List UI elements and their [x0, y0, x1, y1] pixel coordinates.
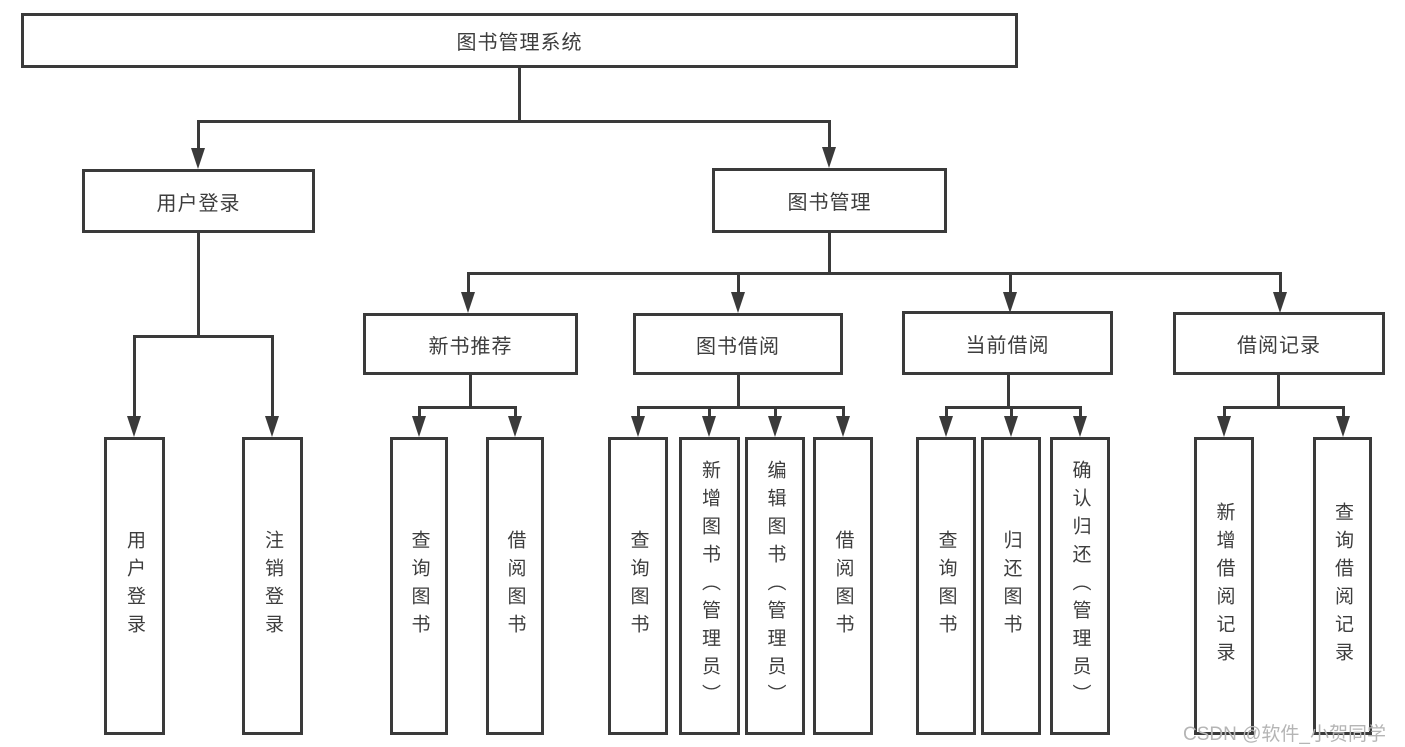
arrow-down-icon: [1336, 416, 1350, 437]
node-label: 确认归还（管理员）: [1069, 460, 1091, 712]
arrow-down-icon: [461, 292, 475, 313]
node-label: 当前借阅: [965, 334, 1050, 357]
node-book-borrowing: 图书借阅: [633, 313, 843, 375]
arrow-down-icon: [768, 416, 782, 437]
node-label: 用户登录: [156, 192, 241, 215]
node-label: 借阅记录: [1237, 335, 1321, 357]
edge-line: [133, 335, 136, 416]
node-label: 归还图书: [1000, 530, 1022, 642]
arrow-down-icon: [1273, 292, 1287, 313]
edge-line: [1079, 406, 1082, 416]
edge-line: [518, 68, 521, 120]
edge-line: [469, 375, 472, 406]
edge-line: [467, 272, 1281, 275]
edge-line: [945, 406, 948, 416]
arrow-down-icon: [1217, 416, 1231, 437]
node-label: 图书管理系统: [456, 32, 583, 54]
node-current-borrowing: 当前借阅: [902, 311, 1113, 375]
leaf-query-books-3: 查询图书: [916, 437, 976, 735]
arrow-down-icon: [508, 416, 522, 437]
node-label: 查询借阅记录: [1332, 502, 1353, 670]
leaf-borrow-books-1: 借阅图书: [486, 437, 544, 735]
edge-line: [1277, 375, 1280, 406]
edge-line: [708, 406, 711, 416]
node-label: 新增借阅记录: [1213, 502, 1235, 670]
node-label: 注销登录: [262, 530, 283, 642]
edge-line: [828, 233, 831, 272]
arrow-down-icon: [836, 416, 850, 437]
node-book-management: 图书管理: [712, 168, 947, 233]
edge-line: [1223, 406, 1226, 416]
arrow-down-icon: [412, 416, 426, 437]
leaf-query-borrow-record: 查询借阅记录: [1313, 437, 1372, 735]
edge-line: [637, 406, 845, 409]
arrow-down-icon: [1073, 416, 1087, 437]
arrow-down-icon: [1004, 416, 1018, 437]
edge-line: [737, 272, 740, 292]
leaf-logout: 注销登录: [242, 437, 303, 735]
arrow-down-icon: [631, 416, 645, 437]
edge-line: [271, 335, 274, 416]
leaf-query-books-2: 查询图书: [608, 437, 668, 735]
leaf-borrow-books-2: 借阅图书: [813, 437, 873, 735]
edge-line: [1007, 375, 1010, 406]
edge-line: [467, 272, 470, 292]
leaf-return-books: 归还图书: [981, 437, 1041, 735]
edge-line: [418, 406, 421, 416]
edge-line: [418, 406, 517, 409]
node-library-management-system: 图书管理系统: [21, 13, 1018, 68]
node-label: 新增图书（管理员）: [699, 460, 720, 712]
edge-line: [737, 375, 740, 406]
edge-line: [1223, 406, 1344, 409]
leaf-confirm-return-admin: 确认归还（管理员）: [1050, 437, 1110, 735]
edge-line: [514, 406, 517, 416]
edge-line: [945, 406, 1081, 409]
node-label: 借阅图书: [832, 530, 854, 642]
csdn-watermark: CSDN @软件_小贺同学: [1183, 724, 1386, 745]
node-user-login: 用户登录: [82, 169, 315, 233]
edge-line: [774, 406, 777, 416]
edge-line: [1010, 406, 1013, 416]
node-label: 查询图书: [935, 530, 957, 642]
arrow-down-icon: [939, 416, 953, 437]
edge-line: [842, 406, 845, 416]
edge-line: [197, 120, 831, 123]
node-label: 查询图书: [408, 530, 430, 642]
node-label: 新书推荐: [428, 335, 513, 358]
arrow-down-icon: [822, 147, 836, 168]
edge-line: [637, 406, 640, 416]
edge-line: [1342, 406, 1345, 416]
leaf-query-books-1: 查询图书: [390, 437, 448, 735]
node-label: 编辑图书（管理员）: [764, 460, 786, 712]
edge-line: [133, 335, 274, 338]
leaf-add-borrow-record: 新增借阅记录: [1194, 437, 1254, 735]
edge-line: [1009, 272, 1012, 292]
arrow-down-icon: [191, 148, 205, 169]
arrow-down-icon: [1003, 292, 1017, 313]
arrow-down-icon: [265, 416, 279, 437]
node-label: 借阅图书: [504, 530, 526, 642]
node-label: 用户登录: [124, 530, 145, 642]
edge-line: [828, 120, 831, 148]
node-borrowing-records: 借阅记录: [1173, 312, 1385, 375]
leaf-user-login: 用户登录: [104, 437, 165, 735]
node-new-book-recommendation: 新书推荐: [363, 313, 578, 375]
leaf-add-books-admin: 新增图书（管理员）: [679, 437, 740, 735]
node-label: 查询图书: [627, 530, 649, 642]
node-label: 图书管理: [787, 192, 872, 214]
edge-line: [197, 120, 200, 148]
arrow-down-icon: [702, 416, 716, 437]
edge-line: [197, 233, 200, 335]
arrow-down-icon: [127, 416, 141, 437]
arrow-down-icon: [731, 292, 745, 313]
node-label: 图书借阅: [696, 335, 780, 358]
leaf-edit-books-admin: 编辑图书（管理员）: [745, 437, 805, 735]
edge-line: [1279, 272, 1282, 292]
